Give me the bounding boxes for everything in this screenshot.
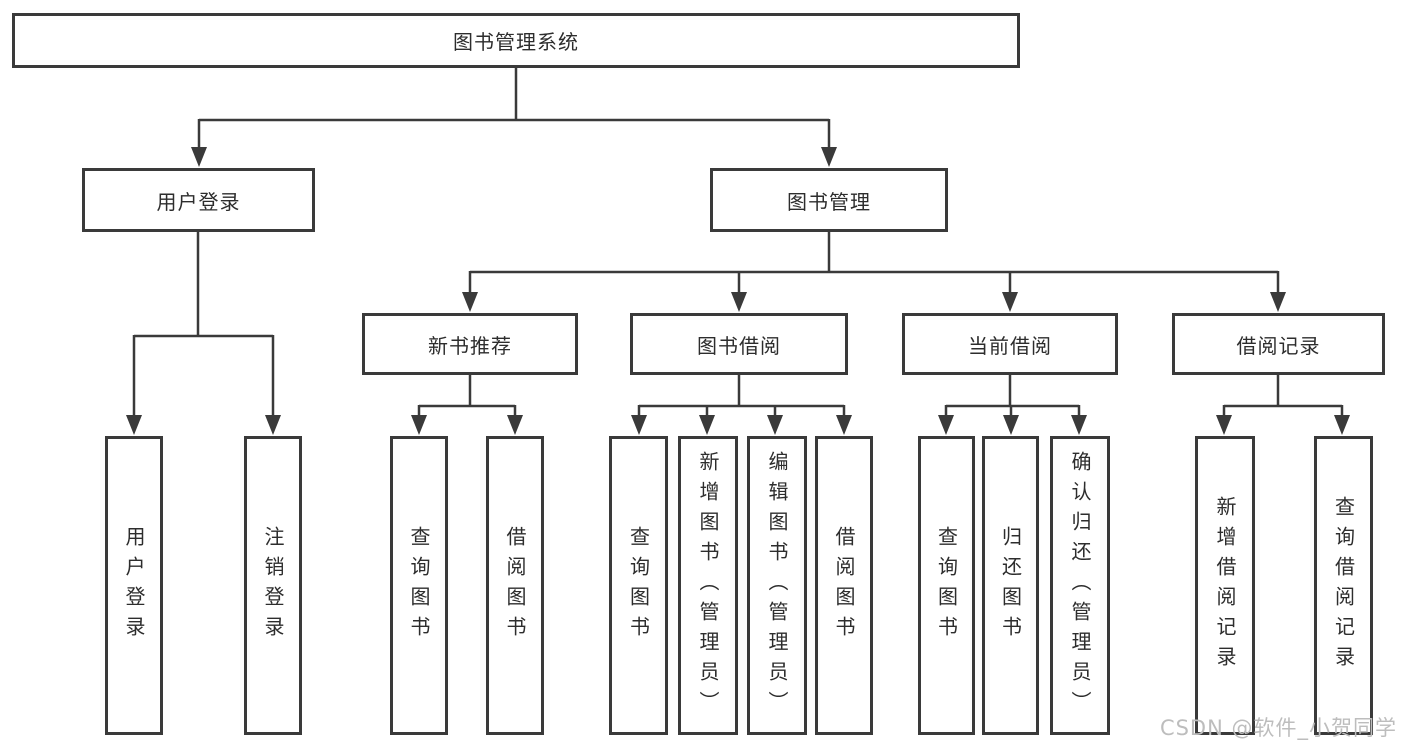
node-label: 借阅记录	[1236, 333, 1321, 358]
node-label: 查询图书	[934, 525, 959, 646]
node-label: 查询图书	[407, 525, 431, 646]
leaf-return-books: 归还图书	[982, 436, 1039, 735]
leaf-borrow-books: 借阅图书	[815, 436, 873, 735]
arrow-down-icon	[1071, 415, 1087, 435]
arrow-down-icon	[265, 415, 281, 435]
arrow-down-icon	[411, 415, 427, 435]
node-new-book-recommend: 新书推荐	[362, 313, 578, 375]
arrow-down-icon	[821, 147, 837, 167]
arrow-down-icon	[1270, 292, 1286, 312]
arrow-down-icon	[462, 292, 478, 312]
edge-login-to-leaves	[132, 231, 275, 418]
leaf-add-borrow-record: 新增借阅记录	[1195, 436, 1255, 735]
arrow-down-icon	[1002, 292, 1018, 312]
arrow-down-icon	[507, 415, 523, 435]
edge-records-to-leaves	[1222, 374, 1344, 418]
node-book-management: 图书管理	[710, 168, 948, 232]
arrow-down-icon	[1216, 415, 1232, 435]
node-label: 新书推荐	[428, 333, 512, 358]
arrow-down-icon	[126, 415, 142, 435]
arrow-down-icon	[699, 415, 715, 435]
arrow-down-icon	[1334, 415, 1350, 435]
edge-root-to-level2	[197, 68, 831, 150]
edge-newrec-to-leaves	[417, 374, 517, 418]
leaf-confirm-return-admin: 确认归还（管理员）	[1050, 436, 1110, 735]
leaf-user-login: 用户登录	[105, 436, 163, 735]
node-current-borrowing: 当前借阅	[902, 313, 1118, 375]
arrow-down-icon	[767, 415, 783, 435]
arrow-down-icon	[1003, 415, 1019, 435]
node-label: 图书借阅	[697, 333, 781, 358]
csdn-watermark: CSDN @软件_小贺同学	[1159, 716, 1397, 740]
node-label: 确认归还（管理员）	[1068, 450, 1092, 721]
node-label: 新增借阅记录	[1213, 495, 1237, 676]
leaf-borrow-books-recommend: 借阅图书	[486, 436, 544, 735]
leaf-logout: 注销登录	[244, 436, 302, 735]
leaf-query-books-recommend: 查询图书	[390, 436, 448, 735]
node-label: 图书管理系统	[453, 30, 579, 54]
leaf-query-borrow-record: 查询借阅记录	[1314, 436, 1373, 735]
leaf-add-books-admin: 新增图书（管理员）	[678, 436, 738, 735]
arrow-down-icon	[191, 147, 207, 167]
node-label: 借阅图书	[503, 525, 527, 646]
arrow-down-icon	[938, 415, 954, 435]
node-label: 用户登录	[122, 525, 146, 646]
node-label: 用户登录	[156, 189, 241, 214]
node-label: 当前借阅	[968, 333, 1052, 358]
leaf-query-books-borrow: 查询图书	[609, 436, 668, 735]
node-library-system: 图书管理系统	[12, 13, 1020, 68]
node-label: 注销登录	[261, 525, 285, 646]
node-user-login: 用户登录	[82, 168, 315, 232]
edge-mgmt-to-level3	[468, 231, 1280, 295]
leaf-query-books-current: 查询图书	[918, 436, 975, 735]
node-label: 新增图书（管理员）	[696, 450, 720, 721]
arrow-down-icon	[836, 415, 852, 435]
edge-borrow-to-leaves	[637, 374, 846, 418]
node-book-borrowing: 图书借阅	[630, 313, 848, 375]
arrow-down-icon	[631, 415, 647, 435]
node-label: 编辑图书（管理员）	[765, 450, 789, 721]
edge-current-to-leaves	[944, 374, 1081, 418]
node-label: 归还图书	[998, 525, 1023, 646]
node-borrow-records: 借阅记录	[1172, 313, 1385, 375]
arrow-down-icon	[731, 292, 747, 312]
node-label: 查询借阅记录	[1331, 495, 1356, 676]
node-label: 查询图书	[626, 525, 651, 646]
leaf-edit-books-admin: 编辑图书（管理员）	[747, 436, 807, 735]
node-label: 借阅图书	[832, 525, 856, 646]
node-label: 图书管理	[787, 189, 871, 214]
